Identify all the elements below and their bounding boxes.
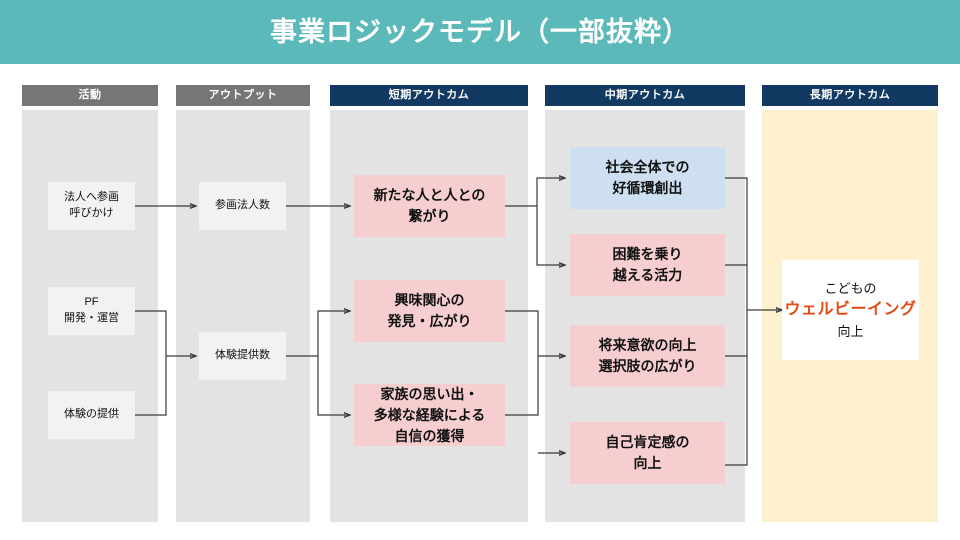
long-outcome-line1: こどもの <box>824 280 877 296</box>
column-header-short-outcome: 短期アウトカム <box>330 85 528 106</box>
column-header-activity: 活動 <box>22 85 158 106</box>
node-mid-outcome-2[interactable]: 困難を乗り 越える活力 <box>570 234 725 296</box>
node-activity-1[interactable]: 法人へ参画 呼びかけ <box>48 182 135 230</box>
node-short-outcome-3[interactable]: 家族の思い出・ 多様な経験による 自信の獲得 <box>354 384 505 446</box>
column-header-long-outcome: 長期アウトカム <box>762 85 938 106</box>
node-activity-2[interactable]: PF 開発・運営 <box>48 287 135 335</box>
node-short-outcome-1[interactable]: 新たな人と人との 繋がり <box>354 175 505 237</box>
node-mid-outcome-1[interactable]: 社会全体での 好循環創出 <box>570 147 725 209</box>
node-output-1[interactable]: 参画法人数 <box>199 182 286 230</box>
node-mid-outcome-3[interactable]: 将来意欲の向上 選択肢の広がり <box>570 325 725 387</box>
title-banner: 事業ロジックモデル（一部抜粋） <box>0 0 960 64</box>
node-long-outcome[interactable]: こどもの ウェルビーイング 向上 <box>782 260 919 360</box>
column-header-output: アウトプット <box>176 85 310 106</box>
node-short-outcome-2[interactable]: 興味関心の 発見・広がり <box>354 280 505 342</box>
node-mid-outcome-4[interactable]: 自己肯定感の 向上 <box>570 422 725 484</box>
node-output-2[interactable]: 体験提供数 <box>199 332 286 380</box>
long-outcome-line3: 向上 <box>837 324 864 339</box>
node-activity-3[interactable]: 体験の提供 <box>48 391 135 439</box>
long-outcome-highlight: ウェルビーイング <box>784 301 917 318</box>
column-band-output <box>176 110 310 522</box>
column-header-mid-outcome: 中期アウトカム <box>545 85 745 106</box>
page-title: 事業ロジックモデル（一部抜粋） <box>270 17 690 47</box>
